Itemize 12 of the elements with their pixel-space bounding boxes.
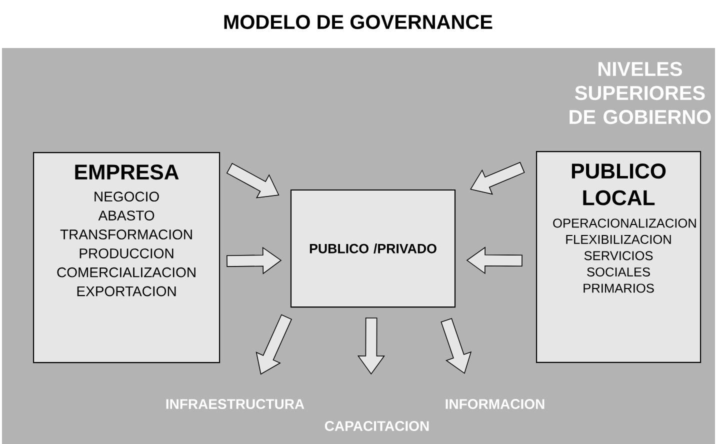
block-arrow	[226, 246, 282, 274]
outcome-label: INFORMACION	[446, 399, 544, 409]
block-arrow	[357, 318, 385, 375]
process-box: PUBLICO /PRIVADO	[290, 189, 456, 308]
block-arrow	[466, 246, 522, 274]
block-arrow	[470, 162, 525, 195]
text-card: EMPRESA NEGOCIO ABASTO TRANSFORMACION PRODUCCION COMERCIALIZACION EXPORTACION	[33, 152, 220, 364]
text-card: PUBLICO LOCAL OPERACIONALIZACION FLEXIBILIZACION SERVICIOS SOCIALES PRIMARIOS	[536, 151, 702, 363]
outcome-label: INFRAESTRUCTURA	[166, 399, 304, 409]
outcome-label: CAPACITACION	[324, 421, 429, 431]
heading-label: NIVELES SUPERIORES DE GOBIERNO	[570, 62, 711, 124]
title: MODELO DE GOVERNANCE	[224, 14, 492, 30]
